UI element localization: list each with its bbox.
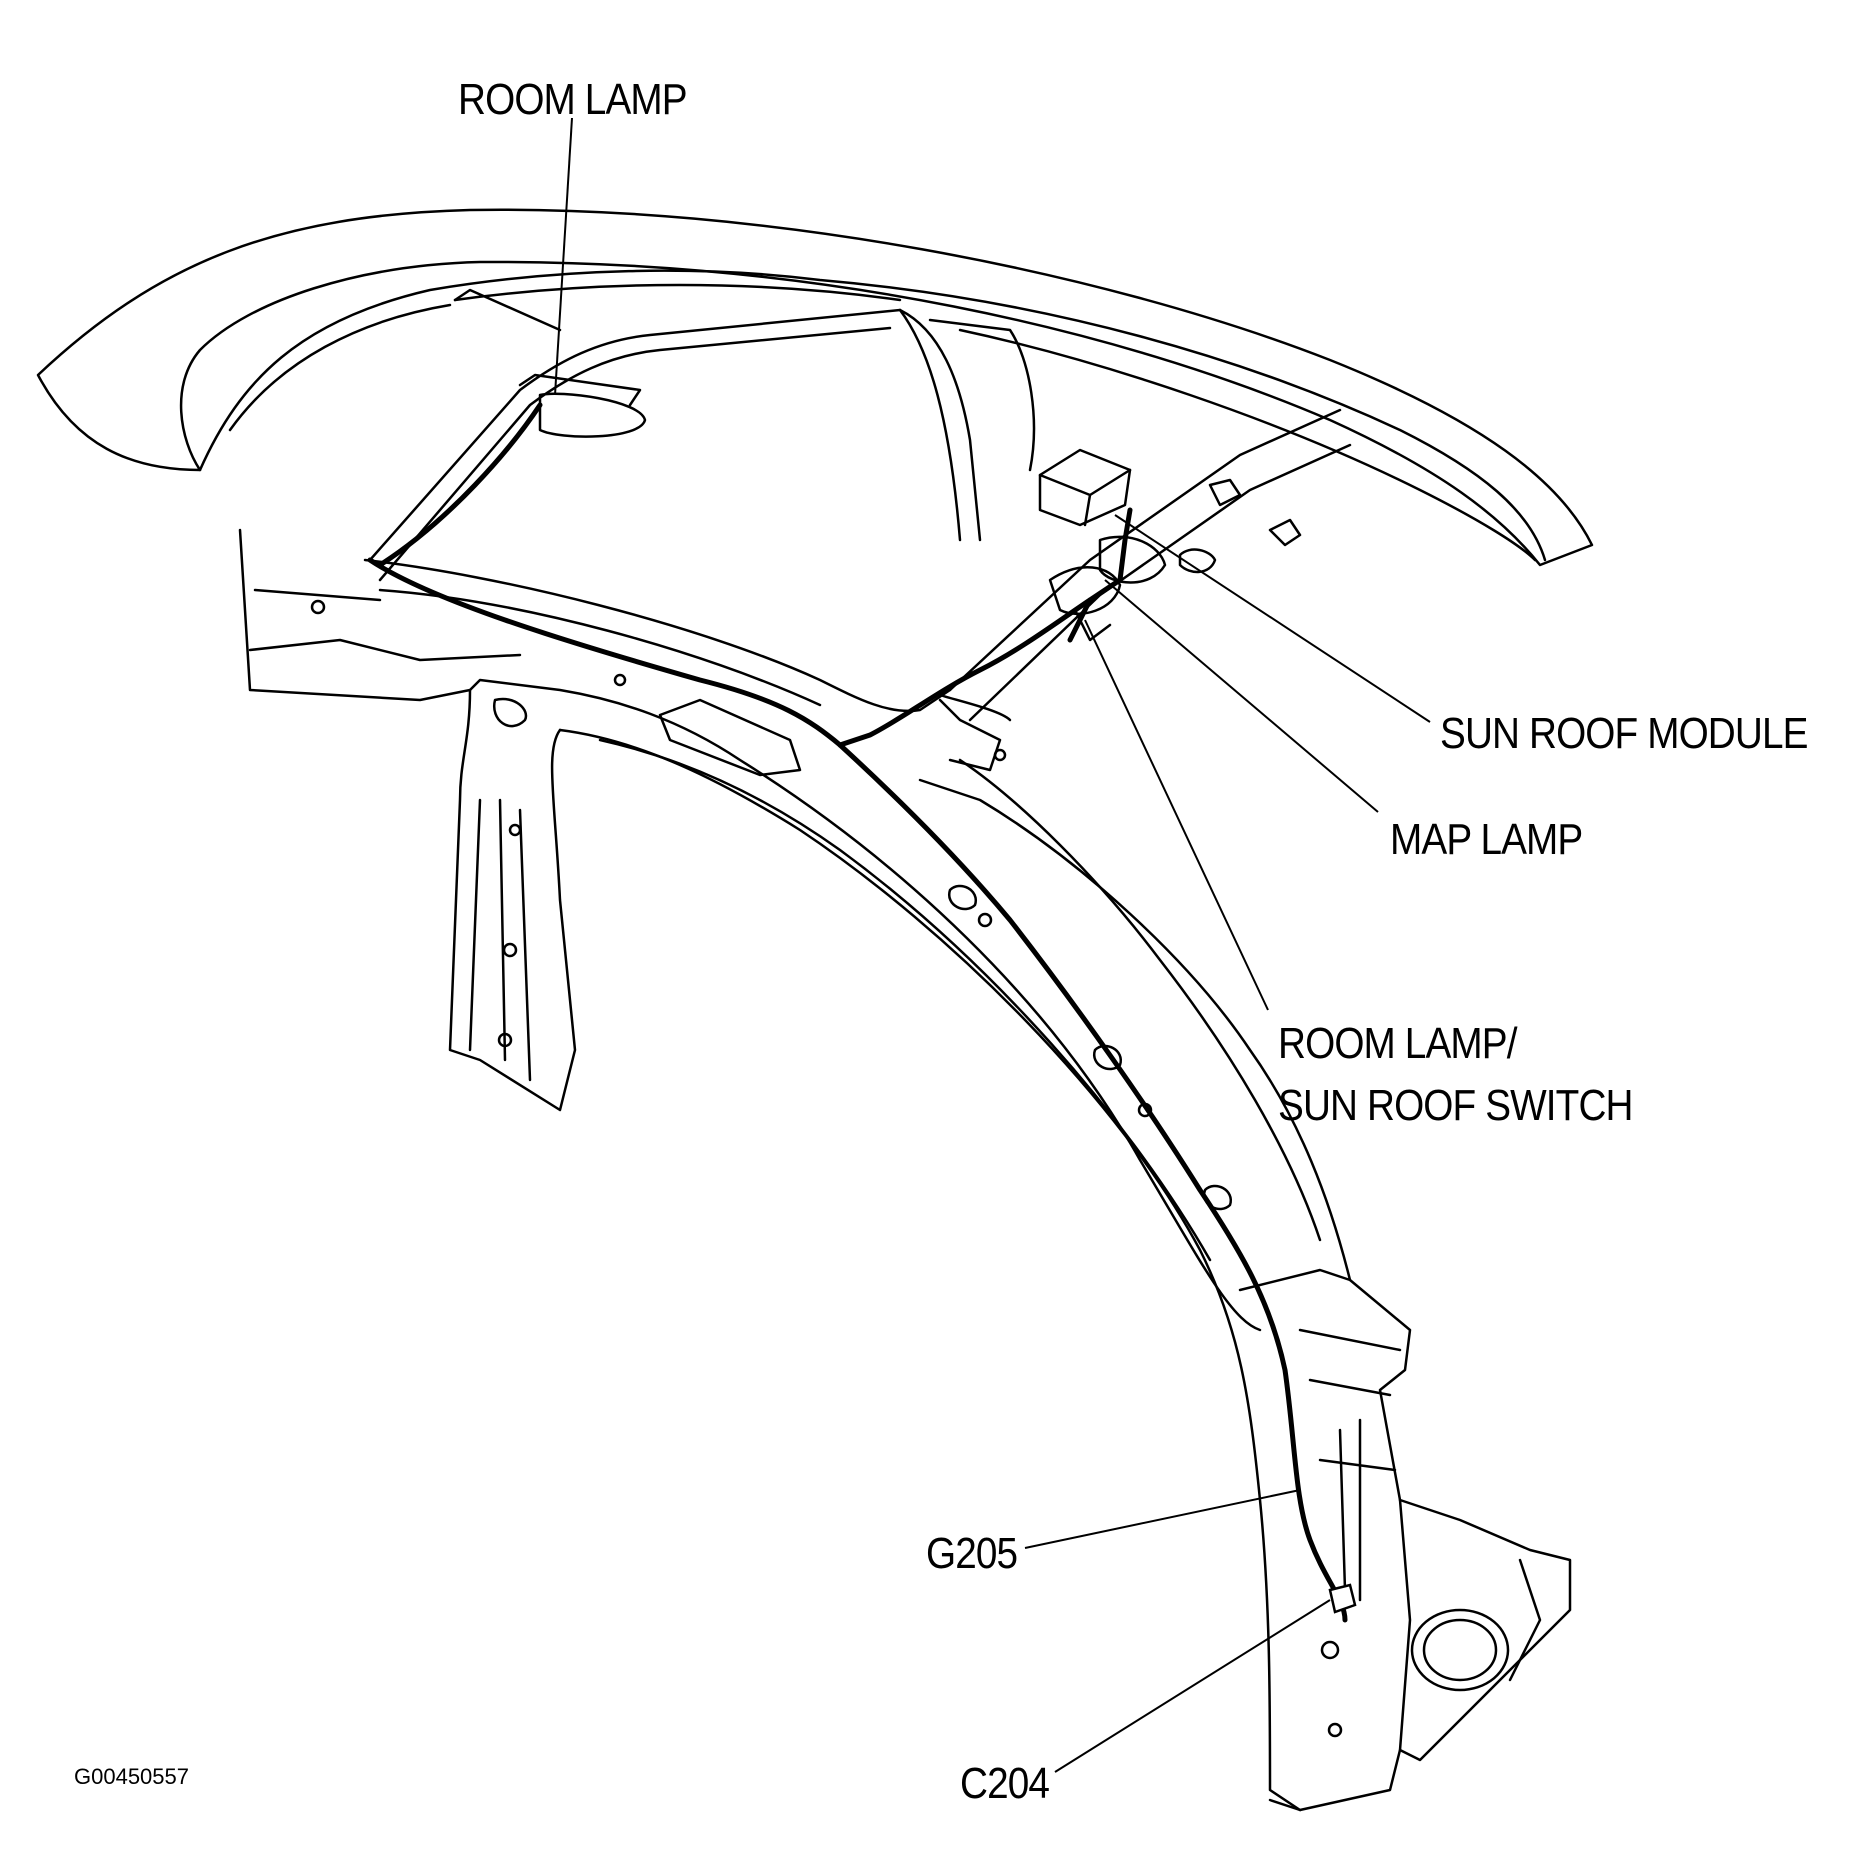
label-room-lamp: ROOM LAMP — [458, 75, 688, 124]
label-sun-roof-module: SUN ROOF MODULE — [1440, 709, 1808, 758]
figure-id: G00450557 — [74, 1764, 189, 1789]
room-lamp-housing — [538, 392, 647, 438]
sunroof-opening-frame — [368, 308, 982, 562]
leader-room-lamp — [554, 117, 573, 396]
leader-map-lamp — [1104, 579, 1379, 813]
label-map-lamp: MAP LAMP — [1390, 815, 1583, 864]
left-side-rail — [238, 528, 1262, 1332]
b-pillar — [448, 688, 577, 1112]
leader-c204 — [1054, 1599, 1331, 1773]
leader-g205 — [1024, 1489, 1301, 1549]
roof-outer-panel — [36, 208, 1594, 567]
label-room-lamp-switch-line1: ROOM LAMP/ — [1278, 1019, 1517, 1068]
cowl-side-panel — [1398, 1498, 1572, 1762]
leader-room-lamp-switch — [1084, 619, 1269, 1011]
a-pillar — [558, 728, 1302, 1812]
c204-connector — [1328, 1583, 1357, 1614]
wiring-harness — [367, 557, 1348, 1623]
label-c204: C204 — [960, 1759, 1050, 1808]
roof-bow — [363, 558, 952, 713]
overhead-console — [1048, 566, 1122, 615]
leader-sun-roof-module — [1114, 514, 1431, 723]
hinge-pillar — [1238, 1268, 1412, 1812]
roof-inner-edge — [198, 269, 1547, 562]
label-room-lamp-switch-line2: SUN ROOF SWITCH — [1278, 1081, 1634, 1130]
label-g205: G205 — [926, 1529, 1018, 1578]
sun-roof-module-box — [1038, 448, 1132, 527]
